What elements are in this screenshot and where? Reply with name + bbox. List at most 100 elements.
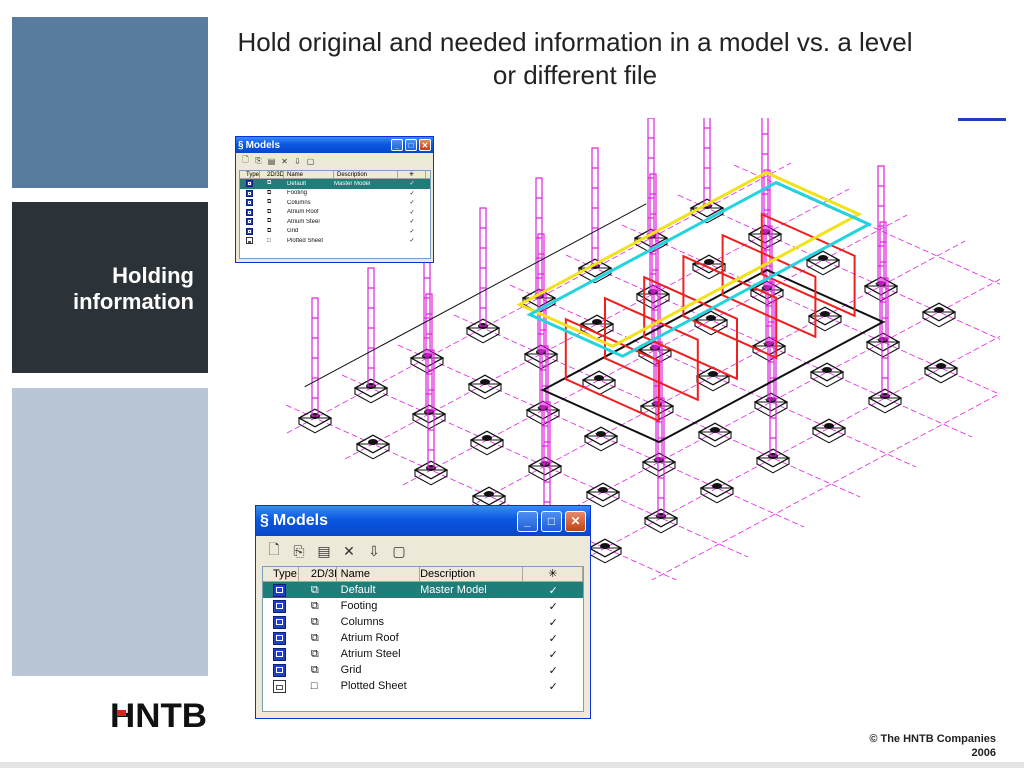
column-header[interactable]: Name [337, 567, 421, 581]
name-cell: Atrium Steel [340, 648, 401, 660]
copy-model-icon[interactable]: ⎘ [293, 542, 305, 559]
window-title: Models [245, 139, 281, 151]
design-model-icon [246, 199, 253, 207]
model-row[interactable]: ⧉Columns✓ [263, 614, 583, 630]
section-label: Holding information [73, 263, 194, 315]
checkmark-icon: ✓ [548, 664, 558, 677]
decor-panel-top [12, 17, 208, 188]
name-cell: Columns [287, 199, 311, 206]
maximize-button[interactable]: □ [405, 139, 417, 151]
dim-cell: ⧉ [260, 180, 284, 187]
close-button[interactable]: ✕ [419, 139, 431, 151]
dim-cell: □ [260, 238, 284, 244]
sheet-model-icon [246, 237, 253, 245]
copy-model-icon[interactable]: ⎘ [255, 156, 262, 165]
model-row[interactable]: ⧉Atrium Roof✓ [263, 630, 583, 646]
column-header[interactable]: Type [263, 567, 299, 581]
type-cell [240, 218, 260, 226]
type-cell [263, 631, 299, 645]
type-cell [263, 679, 299, 693]
dim-cell: ⧉ [299, 664, 337, 677]
column-header[interactable]: 2D/3D [260, 171, 284, 178]
column-header[interactable]: Name [284, 171, 334, 178]
model-row[interactable]: □Plotted Sheet✓ [240, 236, 430, 246]
model-properties-icon[interactable]: ▤ [317, 542, 331, 559]
model-properties-icon[interactable]: ▤ [267, 156, 276, 166]
name-cell: Default [340, 584, 376, 596]
column-header[interactable]: Type [240, 171, 260, 178]
name-cell: Plotted Sheet [340, 680, 407, 692]
import-icon[interactable]: ⇩ [294, 156, 301, 166]
model-row[interactable]: ⧉Footing✓ [263, 598, 583, 614]
delete-icon[interactable]: ✕ [343, 542, 355, 559]
name-cell: Footing [287, 190, 308, 197]
column-header[interactable]: 2D/3D [299, 567, 337, 581]
minimize-button[interactable]: _ [517, 510, 538, 532]
description-cell: Master Model [334, 180, 371, 187]
design-model-icon [273, 663, 286, 677]
model-row[interactable]: ⧉Atrium Roof✓ [240, 208, 430, 218]
import-icon[interactable]: ⇩ [368, 542, 380, 559]
3d-icon: ⧉ [310, 663, 319, 676]
model-row[interactable]: ⧉Grid✓ [240, 227, 430, 237]
type-cell [263, 615, 299, 629]
section-label-line2: information [73, 289, 194, 314]
delete-icon[interactable]: ✕ [281, 156, 288, 166]
checkmark-icon: ✓ [409, 190, 415, 197]
3d-icon: ⧉ [267, 189, 272, 196]
logo-text: HNTB [110, 698, 207, 732]
copyright-line1: © The HNTB Companies [869, 733, 996, 745]
models-window-large[interactable]: § Models _ □ ✕ 🗋 ⎘ ▤ ✕ ⇩ ▢ Type2D/3DNameDescr… [255, 505, 591, 719]
name-cell: Columns [340, 616, 385, 628]
blank-icon[interactable]: ▢ [392, 542, 406, 559]
title-bar[interactable]: § Models _ □ ✕ [236, 137, 433, 153]
blank-icon[interactable]: ▢ [306, 156, 315, 166]
3d-icon: ⧉ [310, 615, 319, 628]
type-cell [240, 199, 260, 207]
model-row[interactable]: ⧉Grid✓ [263, 662, 583, 678]
section-label-line1: Holding [112, 263, 194, 288]
dim-cell: ⧉ [299, 584, 337, 597]
model-row[interactable]: ⧉Atrium Steel✓ [240, 217, 430, 227]
name-cell: Footing [340, 600, 378, 612]
minimize-button[interactable]: _ [391, 139, 403, 151]
design-model-icon [246, 218, 253, 226]
name-cell: Atrium Roof [340, 632, 399, 644]
type-cell [240, 227, 260, 235]
design-model-icon [273, 599, 286, 613]
copyright: © The HNTB Companies 2006 [869, 732, 996, 760]
toolbar: 🗋 ⎘ ▤ ✕ ⇩ ▢ [236, 153, 433, 169]
column-header[interactable]: Description [334, 171, 398, 178]
maximize-button[interactable]: □ [541, 510, 562, 532]
name-cell: Default [287, 180, 307, 187]
title-bar[interactable]: § Models _ □ ✕ [256, 506, 590, 536]
type-cell [240, 237, 260, 245]
section-panel: Holding information [12, 202, 208, 373]
model-row[interactable]: ⧉Atrium Steel✓ [263, 646, 583, 662]
checkmark-icon: ✓ [409, 200, 415, 207]
column-header[interactable]: Description [420, 567, 524, 581]
dim-cell: ⧉ [260, 190, 284, 197]
3d-icon: ⧉ [310, 647, 319, 660]
3d-icon: ⧉ [310, 583, 319, 596]
checkmark-icon: ✓ [548, 632, 558, 645]
design-model-icon [246, 189, 253, 197]
column-header[interactable]: ✳ [398, 171, 426, 178]
model-row[interactable]: □Plotted Sheet✓ [263, 678, 583, 694]
model-row[interactable]: ⧉ Footing ✓ [240, 189, 430, 199]
close-button[interactable]: ✕ [565, 510, 586, 532]
dim-cell: ⧉ [299, 616, 337, 629]
new-model-icon[interactable]: 🗋 [268, 541, 280, 557]
new-model-icon[interactable]: 🗋 [242, 155, 249, 164]
model-row[interactable]: ⧉Columns✓ [240, 198, 430, 208]
column-header[interactable]: ✳ [523, 567, 583, 581]
decor-panel-bottom [12, 388, 208, 676]
